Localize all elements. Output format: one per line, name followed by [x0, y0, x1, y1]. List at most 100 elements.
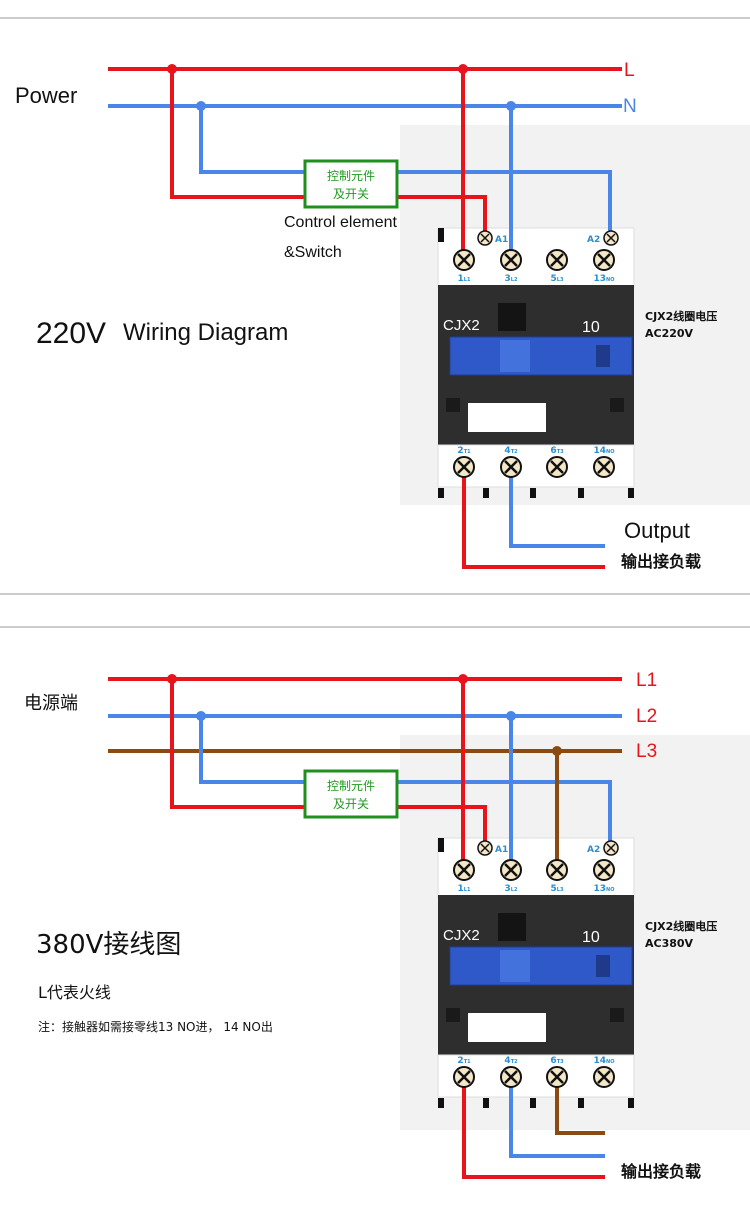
output-label: Output: [624, 518, 690, 543]
wire-L2-to-control: [199, 716, 305, 784]
control-box-label-2: 及开关: [333, 187, 369, 201]
input-terminal-5-label: 5L3: [551, 274, 564, 284]
output-terminal-14-label: 14NO: [594, 1056, 615, 1066]
junction-dot: [167, 64, 177, 74]
coil-voltage-value: AC220V: [645, 327, 694, 340]
input-terminal-5-screw: [546, 249, 568, 271]
input-terminal-3-label: 3L2: [505, 274, 518, 284]
control-element-box: [303, 159, 399, 209]
output-terminal-2-screw: [453, 1066, 475, 1088]
output-terminal-6-screw: [546, 456, 568, 478]
diagram-title: 380V接线图: [36, 930, 181, 960]
control-element-box: [303, 769, 399, 819]
coil-voltage-label: CJX2线圈电压: [645, 309, 717, 323]
line-label-L: L: [624, 60, 635, 81]
line-label-N: N: [623, 96, 637, 117]
output-terminal-4-screw: [500, 456, 522, 478]
output-terminal-6-screw: [546, 1066, 568, 1088]
wire-L1-to-control: [170, 679, 305, 809]
contactor-foot: [578, 1098, 584, 1108]
contactor-indicator-slot: [500, 950, 530, 982]
contactor-rating: 10: [582, 929, 600, 946]
contactor-indicator-slot-2: [596, 345, 610, 367]
terminal-label-A1: A1: [495, 845, 508, 855]
control-box-label-1: 控制元件: [327, 779, 375, 793]
neutral-wire-note: 注：接触器如需接零线13 NO进， 14 NO出: [38, 1019, 273, 1034]
diagram-380v: CJX2 10: [24, 670, 750, 1181]
output-terminal-6-label: 6T3: [550, 446, 564, 456]
output-terminal-6-label: 6T3: [550, 1056, 564, 1066]
contactor-indicator-window: [449, 946, 633, 986]
diagram-220v: CJX2 10 控制元件: [15, 60, 750, 571]
coil-terminal-A2: [603, 840, 619, 856]
contactor-foot: [628, 1098, 634, 1108]
coil-voltage-value: AC380V: [645, 937, 694, 950]
terminal-label-A2: A2: [587, 235, 600, 245]
contactor-foot: [483, 1098, 489, 1108]
wire-L-to-control: [170, 69, 305, 199]
wire-output-T2: [509, 1078, 605, 1158]
junction-dot: [167, 674, 177, 684]
input-terminal-13-label: 13NO: [594, 274, 615, 284]
junction-dot: [506, 711, 516, 721]
coil-terminal-A1: [477, 840, 493, 856]
contactor-indicator-slot: [500, 340, 530, 372]
junction-dot: [196, 711, 206, 721]
contactor-foot: [578, 488, 584, 498]
wire-output-T2: [509, 468, 605, 548]
input-terminal-13-screw: [593, 249, 615, 271]
contactor-center-button: [498, 913, 526, 941]
input-terminal-3-screw: [500, 249, 522, 271]
junction-dot: [196, 101, 206, 111]
contactor-screw-hole: [610, 398, 624, 412]
output-terminal-4-label: 4T2: [504, 446, 518, 456]
contactor-screw-hole: [446, 1008, 460, 1022]
wire-output-T1: [462, 468, 605, 569]
output-terminal-2-screw: [453, 456, 475, 478]
wire-N-to-A2: [397, 170, 612, 237]
live-wire-note: L代表火线: [38, 983, 111, 1002]
junction-dot: [506, 101, 516, 111]
coil-voltage-label: CJX2线圈电压: [645, 919, 717, 933]
contactor-foot: [438, 488, 444, 498]
output-terminal-2-label: 2T1: [457, 1056, 471, 1066]
wire-N-to-control: [199, 106, 305, 174]
output-terminal-4-label: 4T2: [504, 1056, 518, 1066]
wire-L2-to-A2: [397, 780, 612, 847]
contactor-label-plate: [468, 403, 546, 432]
input-terminal-5-screw: [546, 859, 568, 881]
output-load-label: 输出接负载: [621, 552, 701, 571]
input-terminal-3-screw: [500, 859, 522, 881]
wire-output-T3: [555, 1078, 605, 1135]
contactor-brand: CJX2: [443, 317, 480, 334]
contactor-label-plate: [468, 1013, 546, 1042]
wire-control-to-A1: [397, 195, 487, 237]
contactor-indicator-slot-2: [596, 955, 610, 977]
wire-output-T1: [462, 1078, 605, 1179]
contactor-screw-hole: [446, 398, 460, 412]
terminal-label-A1: A1: [495, 235, 508, 245]
output-terminal-14-label: 14NO: [594, 446, 615, 456]
wire-control-to-A1: [397, 805, 487, 847]
junction-dot: [552, 746, 562, 756]
control-box-label-1: 控制元件: [327, 169, 375, 183]
input-terminal-3-label: 3L2: [505, 884, 518, 894]
input-terminal-1-label: 1L1: [458, 884, 471, 894]
output-terminal-4-screw: [500, 1066, 522, 1088]
control-element-label: Control element: [284, 214, 398, 231]
input-terminal-13-label: 13NO: [594, 884, 615, 894]
contactor-rating: 10: [582, 319, 600, 336]
output-terminal-2-label: 2T1: [457, 446, 471, 456]
input-terminal-1-label: 1L1: [458, 274, 471, 284]
coil-terminal-A1: [477, 230, 493, 246]
contactor-foot: [483, 488, 489, 498]
switch-label: &Switch: [284, 244, 342, 261]
contactor-tab: [438, 838, 444, 852]
output-load-label: 输出接负载: [621, 1162, 701, 1181]
line-label-L1: L1: [636, 670, 657, 691]
junction-dot: [458, 64, 468, 74]
contactor-tab: [438, 228, 444, 242]
power-label: Power: [15, 83, 77, 108]
line-label-L3: L3: [636, 741, 657, 762]
